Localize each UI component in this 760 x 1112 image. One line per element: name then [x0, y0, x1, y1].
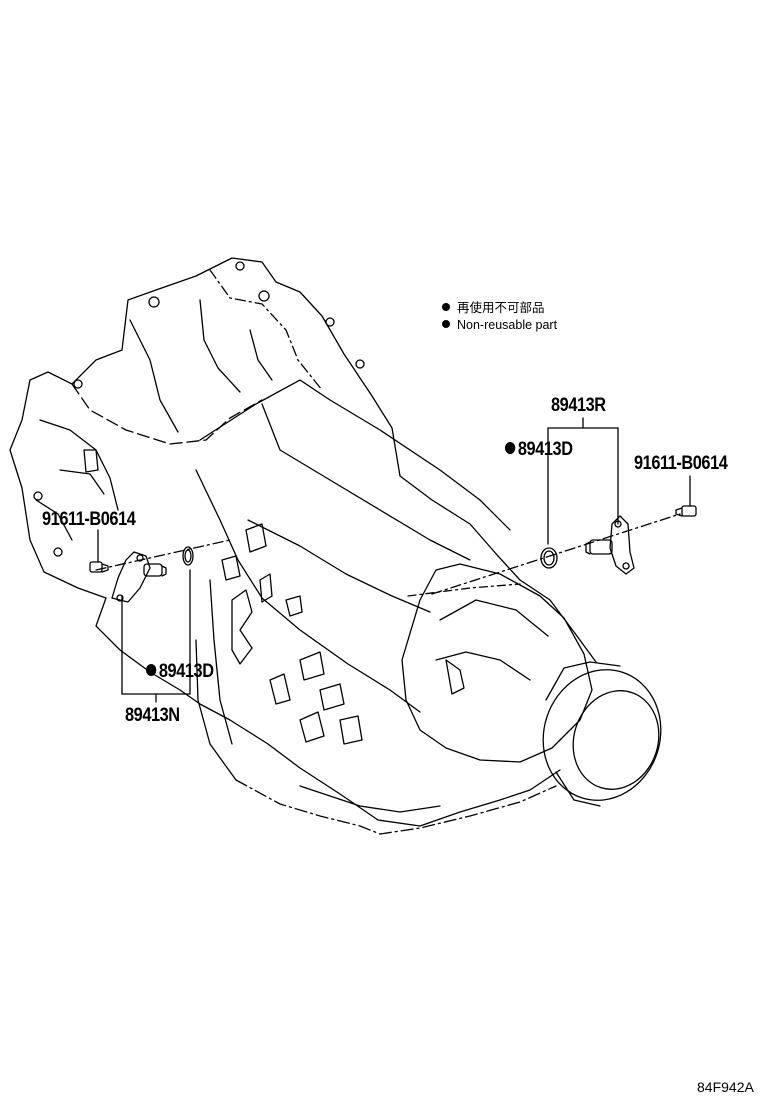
transmission-housing	[9, 257, 662, 835]
part-label-89413D-right: 89413D	[505, 440, 573, 459]
left-bolt	[89, 561, 109, 573]
non-reusable-dot-icon	[442, 303, 450, 311]
legend-en: Non-reusable part	[442, 319, 557, 332]
part-label-89413D-left: 89413D	[146, 662, 214, 681]
part-label-89413R: 89413R	[551, 395, 606, 416]
left-o-ring	[182, 546, 194, 566]
legend-en-text: Non-reusable part	[457, 318, 558, 332]
leader-lines	[95, 417, 691, 703]
non-reusable-dot-icon	[146, 664, 157, 676]
non-reusable-dot-icon	[505, 442, 516, 454]
right-bolt	[675, 505, 697, 517]
part-label-89413D-right-text: 89413D	[517, 439, 573, 460]
legend-jp-text: 再使用不可部品	[457, 301, 545, 315]
right-speed-sensor	[585, 515, 635, 575]
legend-jp: 再使用不可部品	[442, 302, 545, 315]
part-label-89413D-left-text: 89413D	[158, 661, 214, 682]
part-label-89413N: 89413N	[125, 705, 180, 726]
right-o-ring	[540, 547, 558, 569]
left-speed-sensor	[111, 551, 167, 603]
diagram-code: 84F942A	[697, 1079, 754, 1095]
part-label-91611-B0614-right: 91611-B0614	[634, 453, 728, 474]
part-label-91611-B0614-left: 91611-B0614	[42, 509, 136, 530]
non-reusable-dot-icon	[442, 320, 450, 328]
